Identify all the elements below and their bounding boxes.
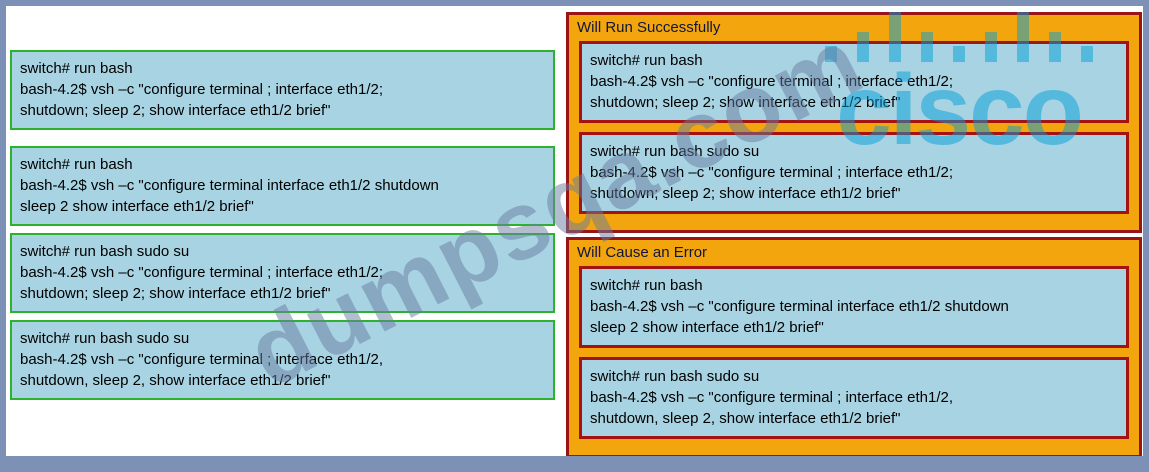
- answer-box-error-2[interactable]: switch# run bash sudo su bash-4.2$ vsh –…: [579, 357, 1129, 439]
- source-command-box-1[interactable]: switch# run bash bash-4.2$ vsh –c "confi…: [10, 50, 555, 130]
- group-title-will-cause-an-error: Will Cause an Error: [577, 244, 708, 261]
- target-group-will-run-successfully: Will Run Successfully switch# run bash b…: [566, 12, 1142, 233]
- source-command-box-3[interactable]: switch# run bash sudo su bash-4.2$ vsh –…: [10, 233, 555, 313]
- target-group-will-cause-an-error: Will Cause an Error switch# run bash bas…: [566, 237, 1142, 456]
- source-command-box-4[interactable]: switch# run bash sudo su bash-4.2$ vsh –…: [10, 320, 555, 400]
- answer-box-error-1[interactable]: switch# run bash bash-4.2$ vsh –c "confi…: [579, 266, 1129, 348]
- answer-box-success-2[interactable]: switch# run bash sudo su bash-4.2$ vsh –…: [579, 132, 1129, 214]
- source-command-box-2[interactable]: switch# run bash bash-4.2$ vsh –c "confi…: [10, 146, 555, 226]
- answer-box-success-1[interactable]: switch# run bash bash-4.2$ vsh –c "confi…: [579, 41, 1129, 123]
- group-title-will-run-successfully: Will Run Successfully: [577, 19, 721, 36]
